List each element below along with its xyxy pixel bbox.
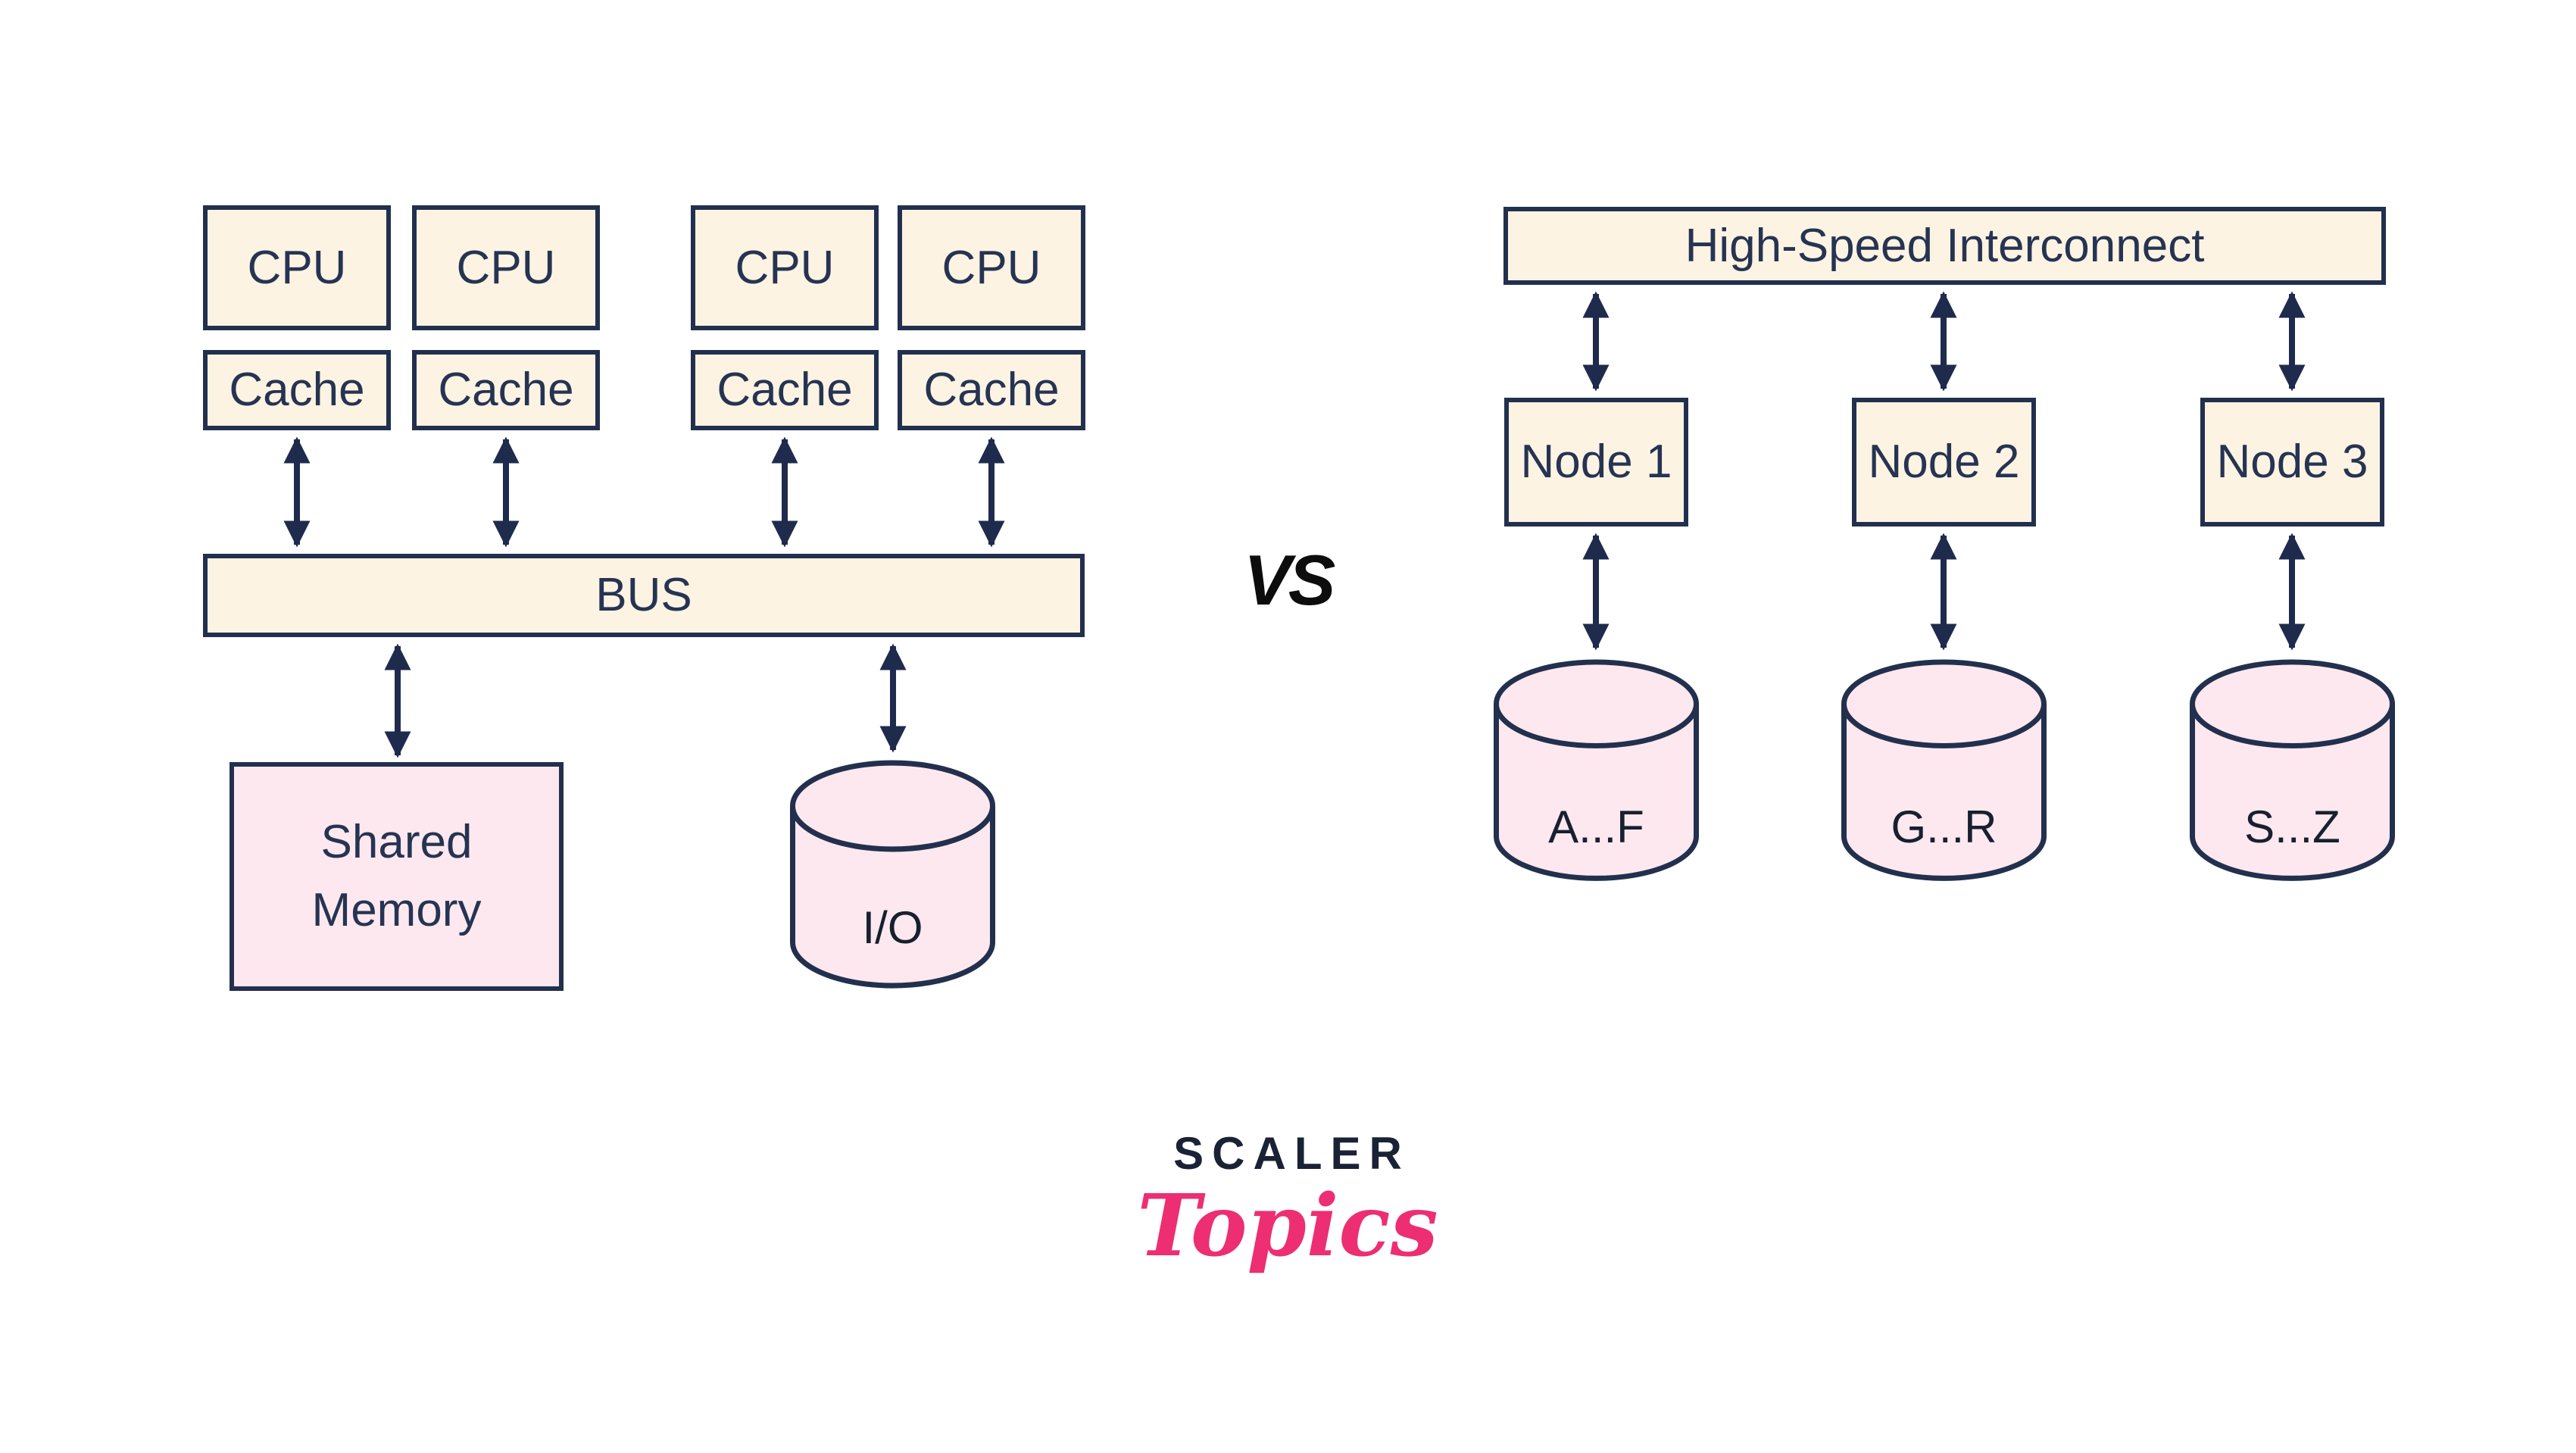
cache-box-4: Cache (898, 350, 1085, 430)
shard-cylinder-1: A...F (1494, 657, 1699, 887)
shared-memory-box: Shared Memory (229, 762, 564, 991)
cpu-label: CPU (735, 241, 835, 294)
cpu-label: CPU (941, 241, 1041, 294)
shard-label: A...F (1548, 801, 1644, 852)
cpu-box-3: CPU (691, 205, 879, 330)
cylinder-shape (790, 760, 995, 989)
shard-label: G...R (1891, 801, 1997, 852)
vs-text: VS (1244, 540, 1335, 620)
cpu-box-4: CPU (898, 205, 1085, 330)
cache-label: Cache (438, 364, 574, 417)
cpu-box-2: CPU (412, 205, 600, 330)
shard-cylinder-3: S...Z (2190, 657, 2395, 887)
node-label: Node 2 (1868, 436, 2020, 489)
interconnect-label: High-Speed Interconnect (1685, 219, 2205, 272)
io-cylinder: I/O (790, 758, 995, 995)
shared-memory-label: Shared Memory (311, 816, 482, 936)
node-box-3: Node 3 (2200, 398, 2384, 527)
cylinder-shape (2190, 659, 2395, 881)
shard-label: S...Z (2244, 801, 2340, 852)
interconnect-bar: High-Speed Interconnect (1503, 207, 2386, 285)
bus-bar: BUS (203, 554, 1085, 637)
shard-cylinder-2: G...R (1841, 657, 2047, 887)
cpu-label: CPU (247, 241, 347, 294)
cache-label: Cache (923, 364, 1060, 417)
node-label: Node 1 (1520, 436, 1672, 489)
cache-label: Cache (229, 364, 365, 417)
node-box-1: Node 1 (1504, 398, 1688, 527)
brand-script-wordmark: Topics (1137, 1176, 1438, 1276)
scaler-topics-logo: SCALER Topics (1136, 1127, 1439, 1276)
cache-box-3: Cache (691, 350, 879, 430)
brand-wordmark: SCALER (1173, 1128, 1410, 1179)
bus-label: BUS (595, 569, 692, 622)
cylinder-shape (1841, 659, 2047, 881)
cache-box-2: Cache (412, 350, 600, 430)
io-label: I/O (862, 902, 923, 953)
cache-label: Cache (717, 364, 853, 417)
cylinder-shape (1494, 659, 1699, 881)
node-box-2: Node 2 (1852, 398, 2036, 527)
cpu-box-1: CPU (203, 205, 391, 330)
node-label: Node 3 (2216, 436, 2368, 489)
cpu-label: CPU (456, 241, 556, 294)
cache-box-1: Cache (203, 350, 391, 430)
